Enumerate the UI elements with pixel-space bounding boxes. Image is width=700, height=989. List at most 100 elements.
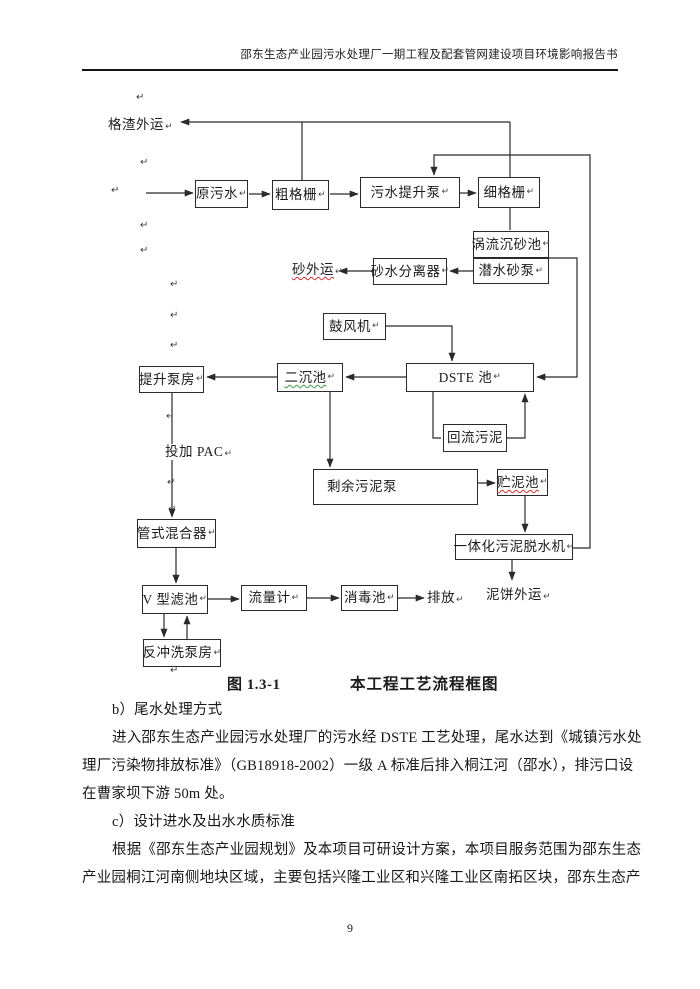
flow-box-label: 贮泥池	[496, 474, 539, 490]
flow-label-discharge: 排放↵	[427, 591, 464, 605]
flow-box-label: 一体化污泥脱水机	[453, 539, 566, 555]
body-text-line: 进入邵东生态产业园污水处理厂的污水经 DSTE 工艺处理，尾水达到《城镇污水处	[112, 730, 642, 746]
pilcrow-mark: ↵	[493, 372, 502, 382]
pilcrow-mark: ↵	[441, 187, 450, 197]
pilcrow-mark: ↵	[327, 372, 336, 382]
pilcrow-mark: ↵	[386, 592, 396, 603]
flow-connector	[432, 392, 441, 439]
flow-box-label: 回流污泥	[447, 430, 503, 446]
flow-box-pipe-mixer: 管式混合器↵	[137, 519, 216, 548]
flow-box-dste-tank: DSTE 池↵	[406, 363, 534, 392]
flow-label-sludge-cake-out: 泥饼外运↵	[486, 588, 551, 602]
body-text-line: c）设计进水及出水水质标准	[112, 814, 296, 830]
flow-box-label: 鼓风机	[328, 318, 371, 334]
body-text-line: b）尾水处理方式	[112, 702, 223, 718]
flow-box-lift-pump-house: 提升泵房↵	[139, 366, 204, 393]
flow-box-flow-meter: 流量计↵	[241, 585, 307, 611]
flow-box-backwash-pump-house: 反冲洗泵房↵	[142, 639, 222, 667]
flow-box-label: 涡流沉砂池	[471, 236, 542, 252]
flow-box-submersible-sand-pump: 潜水砂泵↵	[473, 258, 549, 284]
flow-box-label: 细格栅	[483, 184, 526, 200]
pilcrow-mark: ↵	[199, 594, 208, 604]
pilcrow-mark: ↵	[140, 157, 149, 168]
pilcrow-mark: ↵	[170, 279, 179, 290]
body-text-line: 在曹家坝下游 50m 处。	[82, 786, 234, 802]
pilcrow-mark: ↵	[166, 411, 175, 422]
flow-box-label: V 型滤池	[142, 591, 199, 607]
pilcrow-mark: ↵	[317, 189, 327, 200]
flow-box-fine-screen: 细格栅↵	[478, 177, 540, 208]
flow-box-sludge-storage-tank: 贮泥池↵	[497, 469, 548, 496]
pilcrow-mark: ↵	[136, 92, 145, 103]
flow-box-label: 粗格栅	[274, 187, 317, 203]
flow-box-sludge-dewatering-unit: 一体化污泥脱水机↵	[453, 534, 575, 560]
pilcrow-mark: ↵	[291, 592, 300, 603]
page-header-title: 邵东生态产业园污水处理厂一期工程及配套管网建设项目环境影响报告书	[240, 49, 618, 61]
pilcrow-mark: ↵	[207, 528, 217, 538]
pilcrow-mark: ↵	[526, 187, 535, 197]
flow-label-text: 投加 PAC	[165, 444, 224, 459]
flow-box-excess-sludge-pump: 剩余污泥泵	[313, 469, 478, 505]
pilcrow-mark: ↵	[140, 245, 149, 256]
pilcrow-mark: ↵	[543, 592, 552, 602]
pilcrow-mark: ↵	[167, 477, 176, 488]
flow-box-label: 反冲洗泵房	[142, 645, 213, 661]
flow-box-raw-sewage: 原污水↵	[195, 180, 248, 208]
pilcrow-mark: ↵	[441, 266, 450, 276]
page-number: 9	[347, 921, 353, 935]
body-text-line: 根据《邵东生态产业园规划》及本项目可研设计方案，本项目服务范围为邵东生态	[112, 842, 642, 858]
flow-box-label: 消毒池	[343, 590, 386, 606]
flow-box-label: 潜水砂泵	[478, 263, 535, 279]
flow-box-label: 原污水	[195, 186, 238, 202]
pilcrow-mark: ↵	[456, 595, 465, 605]
pilcrow-mark: ↵	[335, 267, 344, 277]
flow-box-label: DSTE 池	[438, 369, 493, 385]
pilcrow-mark: ↵	[213, 647, 222, 658]
flow-connector	[430, 154, 591, 549]
header-rule	[82, 69, 618, 71]
pilcrow-mark: ↵	[168, 504, 177, 515]
pilcrow-mark: ↵	[170, 310, 179, 321]
flow-label-sand-out: 砂外运↵	[292, 263, 343, 277]
flow-box-sewage-lift-pump: 污水提升泵↵	[360, 177, 460, 208]
figure-caption-title: 本工程工艺流程框图	[350, 676, 499, 693]
flow-label-screenings-out: 格渣外运↵	[108, 118, 173, 132]
pilcrow-mark: ↵	[224, 449, 233, 459]
pilcrow-mark: ↵	[170, 340, 179, 351]
flow-box-vortex-grit-chamber: 涡流沉砂池↵	[471, 231, 551, 258]
pilcrow-mark: ↵	[111, 185, 120, 196]
flow-label-pac-dosing: 投加 PAC↵	[163, 444, 235, 460]
flow-connector	[536, 257, 578, 381]
flow-label-text: 砂外运	[292, 262, 334, 277]
flow-box-blower: 鼓风机↵	[323, 313, 386, 340]
flow-box-label: 砂水分离器	[370, 263, 441, 279]
pilcrow-mark: ↵	[371, 321, 381, 331]
flow-label-text: 泥饼外运	[486, 587, 542, 602]
pilcrow-mark: ↵	[566, 541, 575, 552]
flow-box-label: 二沉池	[284, 369, 327, 385]
flow-box-sand-water-separator: 砂水分离器↵	[370, 258, 450, 285]
flow-box-label: 污水提升泵	[370, 184, 441, 200]
body-text-line: 产业园桐江河南侧地块区域，主要包括兴隆工业区和兴隆工业区南拓区块，邵东生态产	[82, 870, 641, 886]
pilcrow-mark: ↵	[535, 265, 544, 276]
pilcrow-mark: ↵	[165, 122, 174, 132]
pilcrow-mark: ↵	[238, 188, 248, 199]
flow-connector	[386, 325, 456, 362]
flow-box-disinfection-tank: 消毒池↵	[341, 585, 398, 611]
flow-box-label: 管式混合器	[136, 525, 207, 541]
body-text-line: 理厂污染物排放标准》（GB18918-2002）一级 A 标准后排入桐江河（邵水…	[82, 758, 634, 774]
flow-box-label: 剩余污泥泵	[327, 479, 397, 495]
flow-box-label: 流量计	[248, 590, 291, 606]
figure-caption-number: 图 1.3-1	[227, 677, 281, 693]
pilcrow-mark: ↵	[170, 665, 179, 676]
flow-box-coarse-screen: 粗格栅↵	[272, 180, 329, 210]
pilcrow-mark: ↵	[140, 220, 149, 231]
flow-label-text: 排放	[427, 590, 455, 605]
pilcrow-mark: ↵	[195, 374, 205, 384]
pilcrow-mark: ↵	[542, 239, 551, 249]
pilcrow-mark: ↵	[539, 477, 549, 487]
flow-box-secondary-clarifier: 二沉池↵	[277, 363, 343, 392]
flow-connector	[507, 393, 529, 439]
flow-label-text: 格渣外运	[108, 117, 164, 132]
